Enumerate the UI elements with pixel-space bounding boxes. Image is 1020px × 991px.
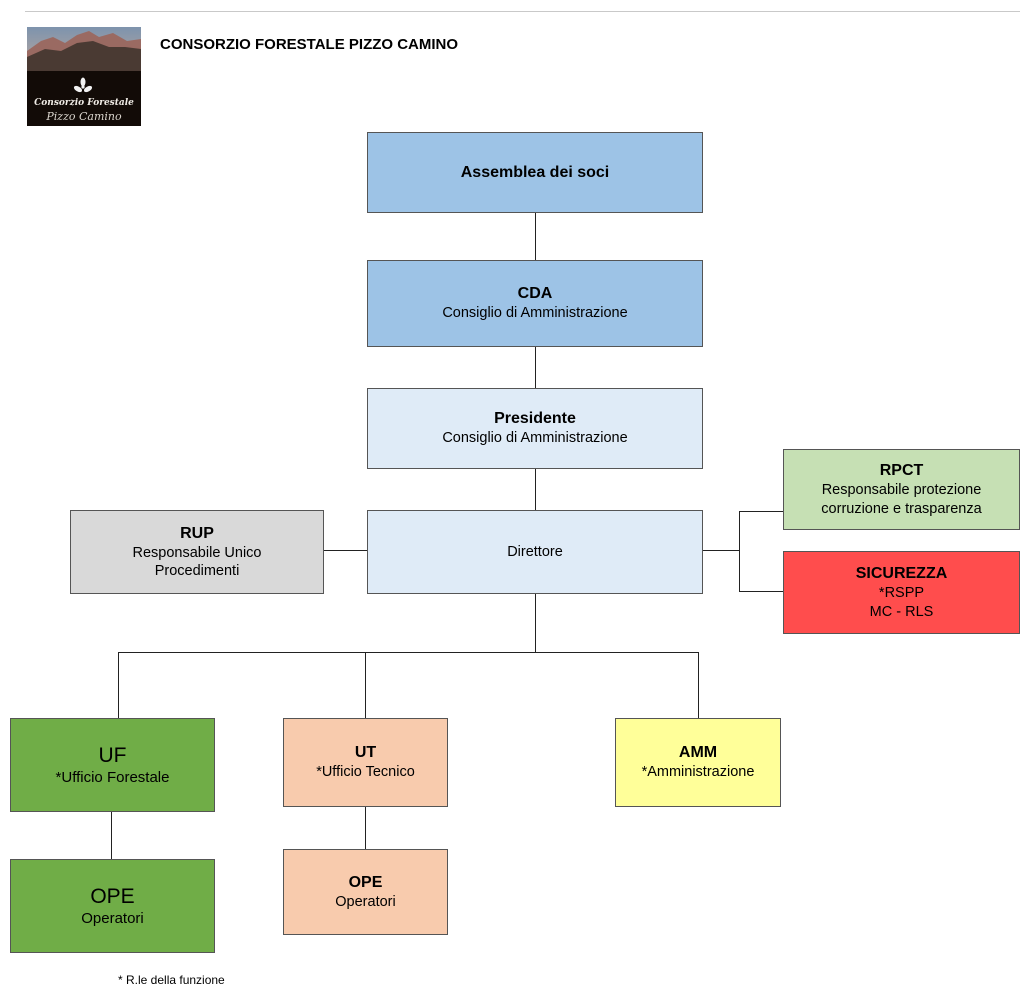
node-ut-abbr: UT <box>354 744 377 762</box>
node-rup: RUP Responsabile Unico Procedimenti <box>70 510 324 594</box>
node-cda-abbr: CDA <box>517 285 553 303</box>
node-sicurezza: SICUREZZA *RSPP MC - RLS <box>783 551 1020 634</box>
connector-uf-ope <box>111 811 112 859</box>
connector-to-sicurezza <box>739 591 783 592</box>
node-uf: UF *Ufficio Forestale <box>10 718 215 812</box>
connector-to-ut <box>365 652 366 718</box>
connector-right-vertical <box>739 511 740 592</box>
connector-branch-horizontal <box>118 652 699 653</box>
node-rpct-abbr: RPCT <box>879 462 924 480</box>
node-amm-abbr: AMM <box>678 744 718 762</box>
node-ope-uf-abbr: OPE <box>90 884 135 908</box>
node-sicurezza-desc: *RSPP <box>878 585 925 602</box>
node-ope-ut-desc: Operatori <box>335 893 396 910</box>
connector-direttore-right <box>703 550 740 551</box>
node-ut: UT *Ufficio Tecnico <box>283 718 448 807</box>
node-sicurezza-desc2: MC - RLS <box>869 603 934 620</box>
node-ope-uf: OPE Operatori <box>10 859 215 953</box>
node-rup-desc: Responsabile Unico Procedimenti <box>132 544 262 579</box>
node-uf-desc: *Ufficio Forestale <box>55 768 170 786</box>
connector-ut-ope <box>365 806 366 849</box>
top-rule <box>25 11 1020 12</box>
node-sicurezza-abbr: SICUREZZA <box>855 565 948 583</box>
node-amm: AMM *Amministrazione <box>615 718 781 807</box>
node-direttore-label: Direttore <box>507 543 563 560</box>
connector-presidente-direttore <box>535 468 536 510</box>
node-amm-desc: *Amministrazione <box>641 764 755 781</box>
connector-to-amm <box>698 652 699 718</box>
connector-to-rpct <box>739 511 783 512</box>
connector-to-uf <box>118 652 119 718</box>
node-assemblea-dei-soci: Assemblea dei soci <box>367 132 703 213</box>
connector-cda-presidente <box>535 346 536 388</box>
page-title: CONSORZIO FORESTALE PIZZO CAMINO <box>160 36 459 53</box>
node-rpct-desc: Responsabile protezione corruzione e tra… <box>821 482 982 517</box>
connector-rup-direttore <box>324 550 367 551</box>
node-rpct: RPCT Responsabile protezione corruzione … <box>783 449 1020 530</box>
consortium-logo: Consorzio Forestale Pizzo Camino <box>27 27 141 126</box>
node-ope-ut: OPE Operatori <box>283 849 448 935</box>
connector-assemblea-cda <box>535 212 536 260</box>
connector-direttore-down <box>535 593 536 653</box>
footnote: * R.le della funzione <box>118 973 225 987</box>
mountain-logo-graphic <box>27 27 141 126</box>
node-direttore: Direttore <box>367 510 703 594</box>
node-cda: CDA Consiglio di Amministrazione <box>367 260 703 347</box>
node-presidente-abbr: Presidente <box>494 410 576 428</box>
node-presidente-desc: Consiglio di Amministrazione <box>442 430 628 447</box>
logo-text-line1: Consorzio Forestale <box>34 98 134 108</box>
node-cda-desc: Consiglio di Amministrazione <box>442 305 628 322</box>
logo-text-line2: Pizzo Camino <box>46 110 122 123</box>
node-assemblea-label: Assemblea dei soci <box>460 163 610 181</box>
node-presidente: Presidente Consiglio di Amministrazione <box>367 388 703 469</box>
node-rup-abbr: RUP <box>180 524 214 542</box>
node-ope-ut-abbr: OPE <box>348 873 383 891</box>
node-ut-desc: *Ufficio Tecnico <box>316 764 415 781</box>
node-ope-uf-desc: Operatori <box>81 909 144 927</box>
node-uf-abbr: UF <box>98 743 127 767</box>
